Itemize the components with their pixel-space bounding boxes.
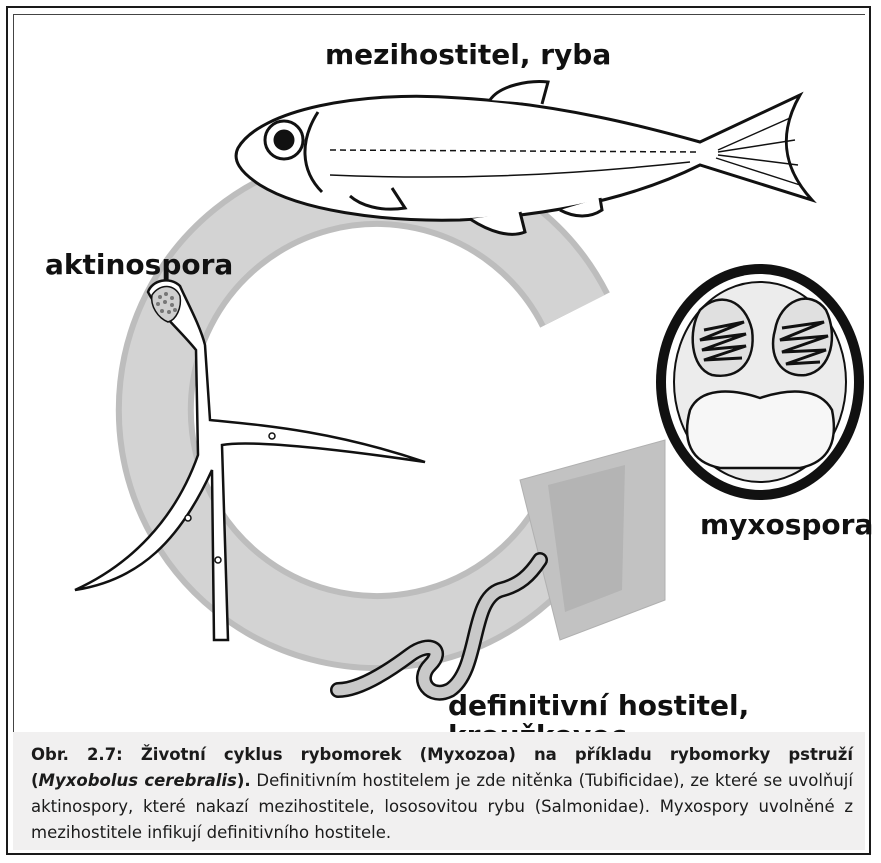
life-cycle-diagram xyxy=(0,0,881,735)
figure-caption: Obr. 2.7: Životní cyklus rybomorek (Myxo… xyxy=(13,732,865,850)
caption-bold-suffix: ). xyxy=(237,771,251,790)
myxospore-icon xyxy=(656,264,864,500)
label-intermediate-host: mezihostitel, ryba xyxy=(325,40,611,70)
caption-species-name: Myxobolus cerebralis xyxy=(39,771,237,790)
label-actinospore: aktinospora xyxy=(45,250,233,280)
label-definitive-host-line1: definitivní hostitel, xyxy=(448,691,868,721)
label-myxospore: myxospora xyxy=(700,510,873,540)
